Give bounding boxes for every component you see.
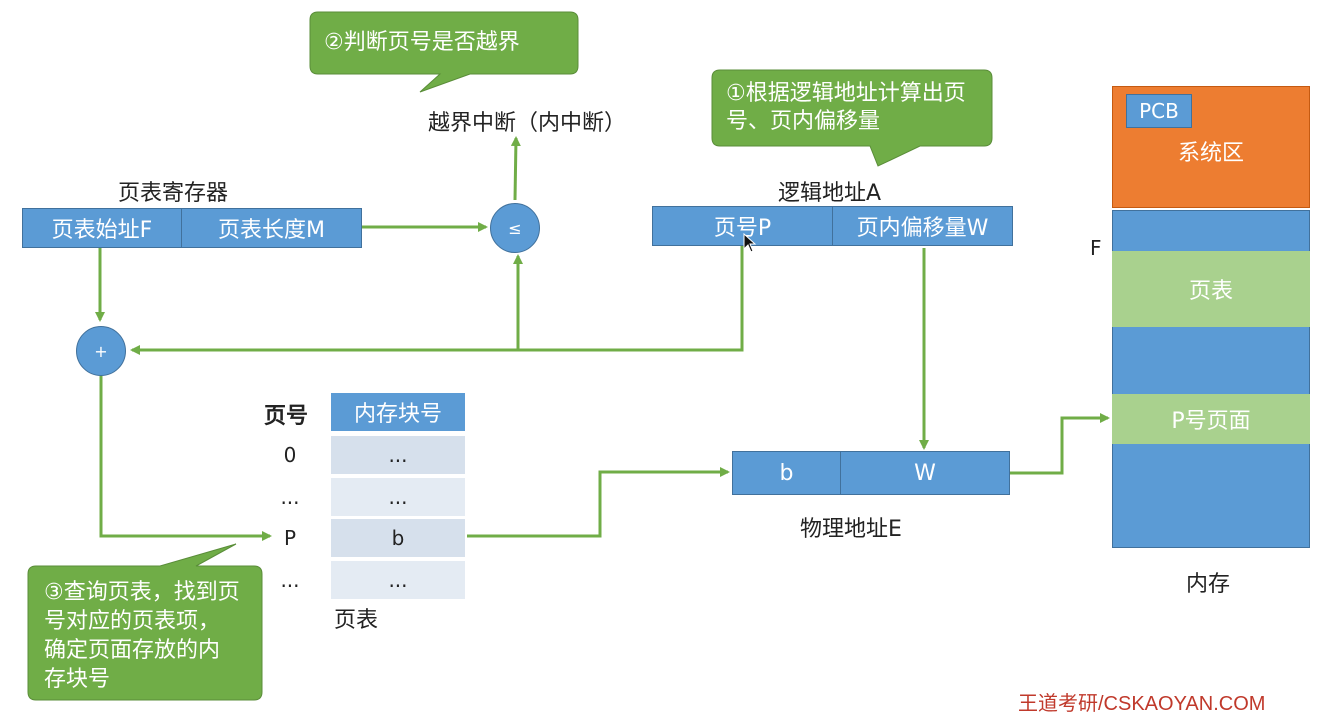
arrow-physical-to-memory — [1010, 413, 1110, 475]
memory-f-marker: F — [1090, 236, 1102, 260]
comparator-node: ≤ — [490, 203, 540, 253]
memory-page-p: P号页面 — [1112, 394, 1310, 444]
register-title: 页表寄存器 — [118, 181, 229, 206]
physical-offset: W — [840, 451, 1010, 495]
page-table-row-page: 0 — [283, 443, 297, 467]
register-start-address: 页表始址F — [22, 208, 182, 248]
logical-page-number: 页号P — [652, 206, 833, 246]
callout-bubble-1 — [711, 69, 993, 167]
callout-bubble-2 — [309, 11, 579, 93]
callout-bubble-3 — [27, 543, 263, 701]
page-table-row-block: ... — [331, 436, 465, 474]
memory-pcb: PCB — [1126, 94, 1192, 128]
arrow-page-to-adder — [130, 238, 744, 355]
register-table-length: 页表长度M — [181, 208, 362, 248]
mouse-cursor-icon — [743, 233, 757, 253]
page-table-row-page: ... — [280, 485, 300, 509]
memory-title: 内存 — [1186, 572, 1231, 597]
page-table-caption: 页表 — [334, 608, 379, 633]
page-table-row-block: b — [331, 519, 465, 557]
callout-step1: ①根据逻辑地址计算出页号、页内偏移量 — [726, 81, 966, 134]
watermark: 王道考研/CSKAOYAN.COM — [1018, 693, 1266, 715]
page-table-row-page: ... — [280, 568, 300, 592]
page-table-row-block: ... — [331, 478, 465, 516]
memory-page-table: 页表 — [1112, 251, 1310, 327]
arrow-entry-to-physical — [467, 467, 730, 538]
adder-node: + — [76, 326, 126, 376]
page-table-row-page: P — [283, 526, 297, 550]
arrow-compare-to-interrupt — [510, 136, 521, 201]
callout-step3: ③查询页表，找到页号对应的页表项，确定页面存放的内存块号 — [44, 580, 240, 692]
callout-step2: ②判断页号是否越界 — [324, 30, 520, 55]
physical-block-number: b — [732, 451, 841, 495]
page-table-header-block: 内存块号 — [331, 393, 465, 431]
page-table-row-block: ... — [331, 561, 465, 599]
physical-address-title: 物理地址E — [800, 517, 902, 542]
interrupt-label: 越界中断（内中断） — [428, 111, 627, 136]
page-table-header-page: 页号 — [264, 404, 309, 429]
system-area-label: 系统区 — [1177, 141, 1244, 166]
logical-offset: 页内偏移量W — [832, 206, 1013, 246]
logical-address-title: 逻辑地址A — [778, 181, 882, 206]
arrow-adder-to-entry — [99, 376, 272, 541]
